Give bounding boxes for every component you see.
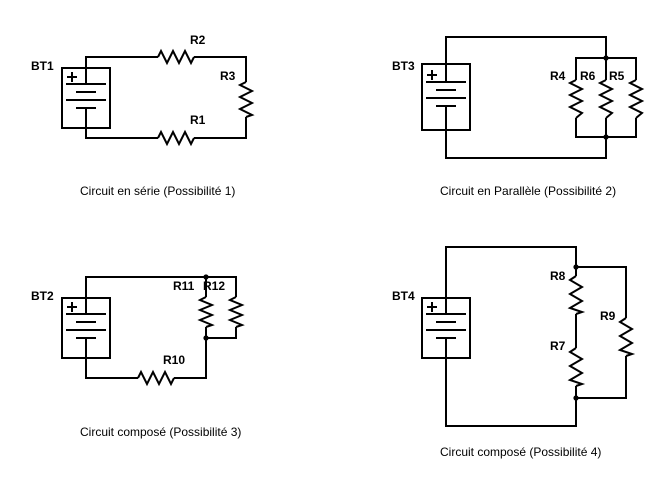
wires xyxy=(445,36,637,159)
resistor-r7 xyxy=(567,347,586,387)
resistor-r12 xyxy=(227,296,245,328)
resistor-r6 xyxy=(597,79,615,119)
resistor-r1 xyxy=(157,129,195,147)
resistor-r4 xyxy=(567,79,585,119)
resistor-r9 xyxy=(617,317,636,357)
junction-node xyxy=(603,55,609,61)
battery-label: BT4 xyxy=(392,289,415,303)
circuit-1: BT1 R2 R3 R1 Circuit en série (Possibili… xyxy=(31,33,255,198)
junction-node xyxy=(203,274,209,280)
resistor-label: R1 xyxy=(190,113,206,127)
resistor-r5 xyxy=(627,79,645,119)
resistor-label: R8 xyxy=(550,269,566,283)
resistor-label: R3 xyxy=(220,69,236,83)
circuit-caption: Circuit en Parallèle (Possibilité 2) xyxy=(440,184,616,198)
circuit-2: BT3 R4 R6 R5 Circuit en Parallèle (Possi… xyxy=(392,36,645,198)
resistor-r8 xyxy=(567,275,586,315)
battery-label: BT3 xyxy=(392,59,415,73)
resistor-r2 xyxy=(157,48,195,66)
wires xyxy=(85,276,237,379)
junction-node xyxy=(203,335,209,341)
resistor-label: R9 xyxy=(600,309,616,323)
resistor-label: R7 xyxy=(550,339,566,353)
resistor-r11 xyxy=(197,296,215,328)
resistor-label: R2 xyxy=(190,33,206,47)
junction-node xyxy=(573,264,579,270)
battery-label: BT2 xyxy=(31,289,54,303)
resistor-label: R10 xyxy=(163,353,185,367)
battery-bt4 xyxy=(421,297,471,359)
resistor-label: R5 xyxy=(609,69,625,83)
wires xyxy=(445,246,627,427)
wires xyxy=(85,56,247,139)
circuit-4: BT4 R8 R7 R9 Circuit composé (Possibilit… xyxy=(392,246,636,459)
resistor-r10 xyxy=(137,369,175,387)
circuit-caption: Circuit composé (Possibilité 3) xyxy=(80,425,241,439)
battery-bt2 xyxy=(61,297,111,359)
resistor-label: R4 xyxy=(550,69,566,83)
junction-node xyxy=(573,395,579,401)
resistor-label: R6 xyxy=(580,69,596,83)
circuit-caption: Circuit composé (Possibilité 4) xyxy=(440,445,601,459)
junction-node xyxy=(603,134,609,140)
resistor-label: R11 xyxy=(173,279,195,293)
battery-bt1 xyxy=(61,67,111,129)
resistor-label: R12 xyxy=(203,279,225,293)
circuit-caption: Circuit en série (Possibilité 1) xyxy=(80,184,235,198)
resistor-r3 xyxy=(237,81,255,118)
battery-label: BT1 xyxy=(31,59,54,73)
battery-bt3 xyxy=(421,63,471,131)
circuit-3: BT2 R11 R12 R10 Circuit composé (Possibi… xyxy=(31,274,245,439)
